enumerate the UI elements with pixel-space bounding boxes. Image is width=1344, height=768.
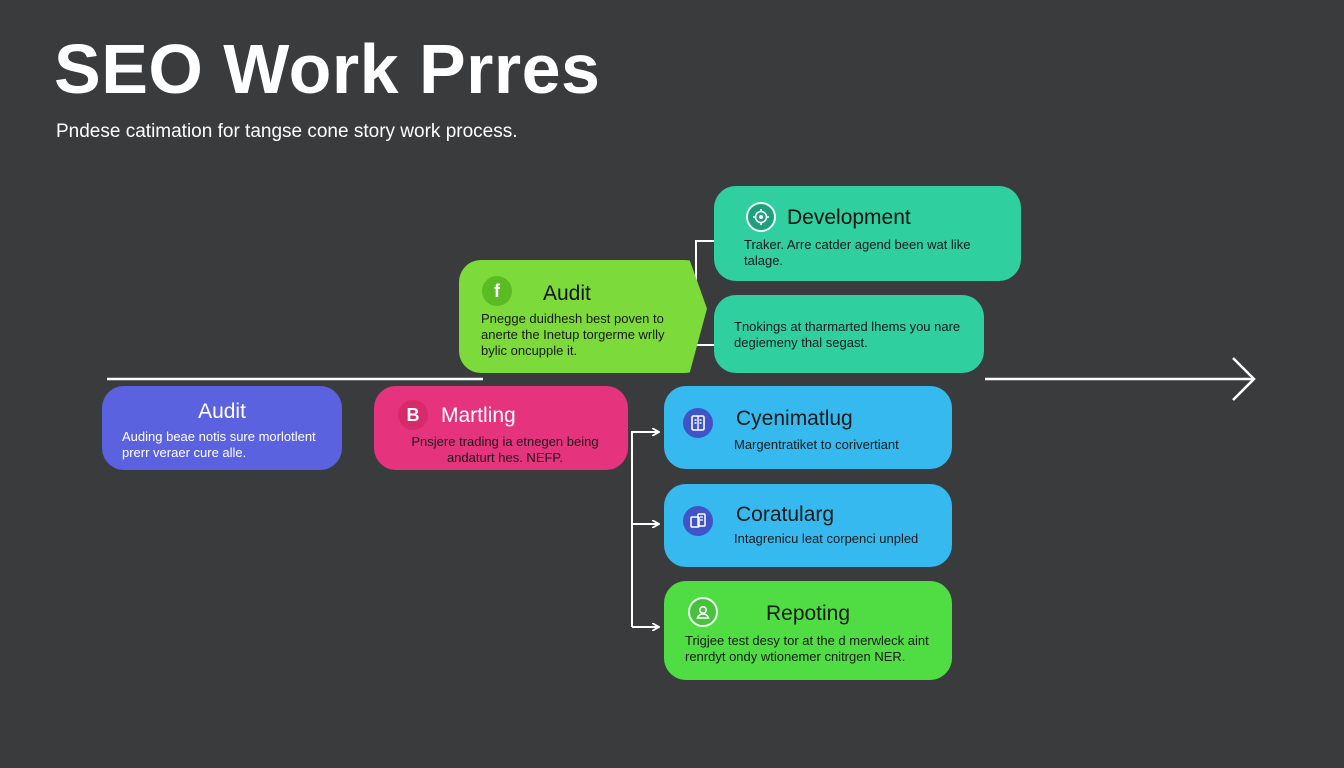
gear-target-icon	[746, 202, 776, 232]
campaign-description: Margentratiket to corivertiant	[734, 437, 899, 452]
marketing-heading: Martling	[441, 404, 516, 427]
audit-left-heading: Audit	[198, 400, 246, 423]
user-location-icon	[688, 597, 718, 627]
reporting-description: Trigjee test desy tor at the d merwleck …	[685, 633, 929, 664]
audit-center-heading: Audit	[543, 282, 591, 305]
page-subtitle: Pndese catimation for tangse cone story …	[56, 121, 518, 142]
content-heading: Coratularg	[736, 503, 835, 526]
letter-b-icon: B	[398, 400, 428, 430]
tracking-description: Tnokings at tharmarted lhems you nare de…	[734, 319, 961, 350]
reporting-heading: Repoting	[765, 602, 851, 625]
timeline-arrowhead	[1232, 357, 1256, 401]
tracking-node[interactable]: Tnokings at tharmarted lhems you nare de…	[714, 295, 984, 373]
audit-center-node[interactable]: f Audit Pnegge duidhesh best poven to an…	[459, 260, 707, 373]
audit-center-description: Pnegge duidhesh best poven to anerte the…	[481, 311, 665, 358]
document-icon	[683, 408, 713, 438]
development-description: Traker. Arre catder agend been wat like …	[744, 237, 971, 268]
marketing-node[interactable]: B Martling Pnsjere trading ia etnegen be…	[374, 386, 628, 470]
page-title: SEO Work Prres	[54, 30, 601, 108]
campaign-heading: Cyenimatlug	[736, 407, 853, 430]
facebook-icon: f	[482, 276, 512, 306]
development-heading: Development	[787, 206, 911, 229]
devices-icon	[683, 506, 713, 536]
development-node[interactable]: Development Traker. Arre catder agend be…	[714, 186, 1021, 281]
audit-left-description: Auding beae notis sure morlotlent prerr …	[122, 429, 316, 460]
content-description: Intagrenicu leat corpenci unpled	[734, 531, 919, 546]
reporting-node[interactable]: Repoting Trigjee test desy tor at the d …	[664, 581, 952, 680]
content-node[interactable]: Coratularg Intagrenicu leat corpenci unp…	[664, 484, 952, 567]
marketing-description: Pnsjere trading ia etnegen being andatur…	[411, 434, 599, 465]
audit-left-node[interactable]: Audit Auding beae notis sure morlotlent …	[102, 386, 342, 470]
campaign-node[interactable]: Cyenimatlug Margentratiket to corivertia…	[664, 386, 952, 469]
